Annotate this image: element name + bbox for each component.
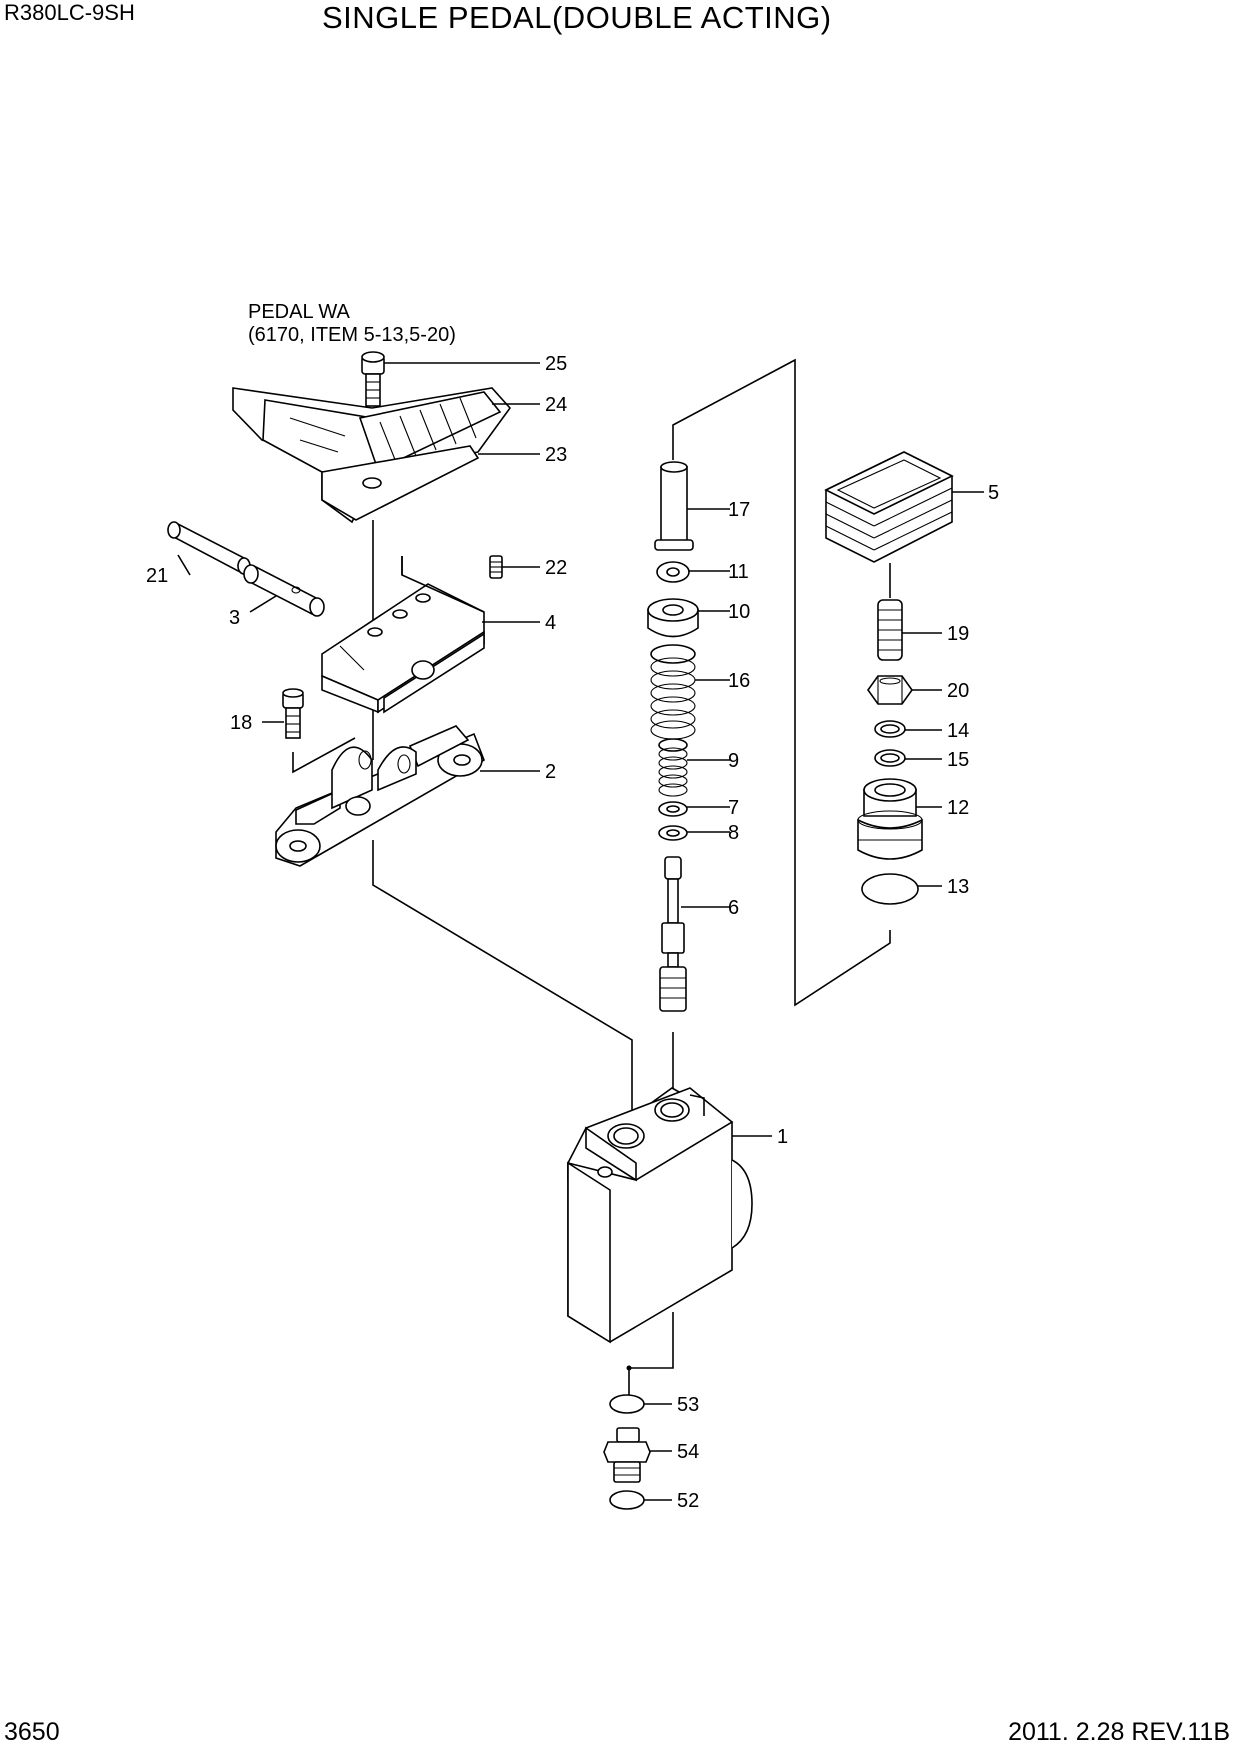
assembly-note-title: PEDAL WA xyxy=(248,301,351,323)
callout-9: 9 xyxy=(728,750,739,772)
callout-2: 2 xyxy=(545,761,556,783)
assembly-note-detail: (6170, ITEM 5-13,5-20) xyxy=(248,324,456,346)
o-ring-53 xyxy=(609,1394,645,1414)
spring-9 xyxy=(658,738,688,797)
callout-15: 15 xyxy=(947,749,969,771)
callout-5: 5 xyxy=(988,482,999,504)
set-screw-22 xyxy=(489,555,503,579)
pin-21 xyxy=(167,521,251,575)
callout-3: 3 xyxy=(229,607,240,629)
ring-14 xyxy=(874,720,906,738)
callout-4: 4 xyxy=(545,612,556,634)
valve-body-1 xyxy=(566,1087,753,1344)
shim-7 xyxy=(658,801,688,817)
connector-54 xyxy=(603,1427,651,1483)
callout-23: 23 xyxy=(545,444,567,466)
rubber-boot-5 xyxy=(824,451,954,563)
callout-21: 21 xyxy=(146,565,168,587)
spring-16 xyxy=(650,644,696,740)
assembly-lines xyxy=(292,358,891,1395)
callout-10: 10 xyxy=(728,601,750,623)
callout-17: 17 xyxy=(728,499,750,521)
leader-lines xyxy=(177,362,984,1501)
shim-8 xyxy=(658,825,688,841)
callout-19: 19 xyxy=(947,623,969,645)
callout-20: 20 xyxy=(947,680,969,702)
hex-nut-20 xyxy=(867,675,913,705)
callout-18: 18 xyxy=(230,712,252,734)
callout-54: 54 xyxy=(677,1441,699,1463)
ring-15 xyxy=(874,749,906,767)
callout-7: 7 xyxy=(728,797,739,819)
washer-11 xyxy=(656,561,690,583)
callout-labels: 25 24 23 21 3 22 4 18 2 17 11 10 16 9 7 … xyxy=(146,353,999,1512)
callout-8: 8 xyxy=(728,822,739,844)
socket-bolt-25 xyxy=(361,351,385,407)
callout-25: 25 xyxy=(545,353,567,375)
callout-22: 22 xyxy=(545,557,567,579)
threaded-rod-19 xyxy=(877,599,903,661)
callout-52: 52 xyxy=(677,1490,699,1512)
callout-6: 6 xyxy=(728,897,739,919)
callout-24: 24 xyxy=(545,394,567,416)
callout-14: 14 xyxy=(947,720,969,742)
o-ring-13 xyxy=(861,873,919,905)
pedal-plate xyxy=(232,387,512,524)
o-ring-52 xyxy=(609,1490,645,1510)
bracket-block-4 xyxy=(321,556,485,714)
callout-13: 13 xyxy=(947,876,969,898)
callout-1: 1 xyxy=(777,1126,788,1148)
page-title: SINGLE PEDAL(DOUBLE ACTING) xyxy=(322,0,832,35)
plunger-sleeve-17 xyxy=(654,461,694,551)
spool-6 xyxy=(659,856,687,1012)
collar-10 xyxy=(647,598,699,638)
callout-16: 16 xyxy=(728,670,750,692)
base-2 xyxy=(275,725,485,867)
callout-53: 53 xyxy=(677,1394,699,1416)
bushing-pin-3 xyxy=(243,564,325,617)
callout-12: 12 xyxy=(947,797,969,819)
page-number: 3650 xyxy=(4,1718,60,1746)
plug-12 xyxy=(857,778,923,860)
model-code: R380LC-9SH xyxy=(4,0,135,25)
callout-11: 11 xyxy=(728,561,749,583)
bolt-18 xyxy=(282,688,304,739)
revision-date: 2011. 2.28 REV.11B xyxy=(1008,1718,1230,1746)
